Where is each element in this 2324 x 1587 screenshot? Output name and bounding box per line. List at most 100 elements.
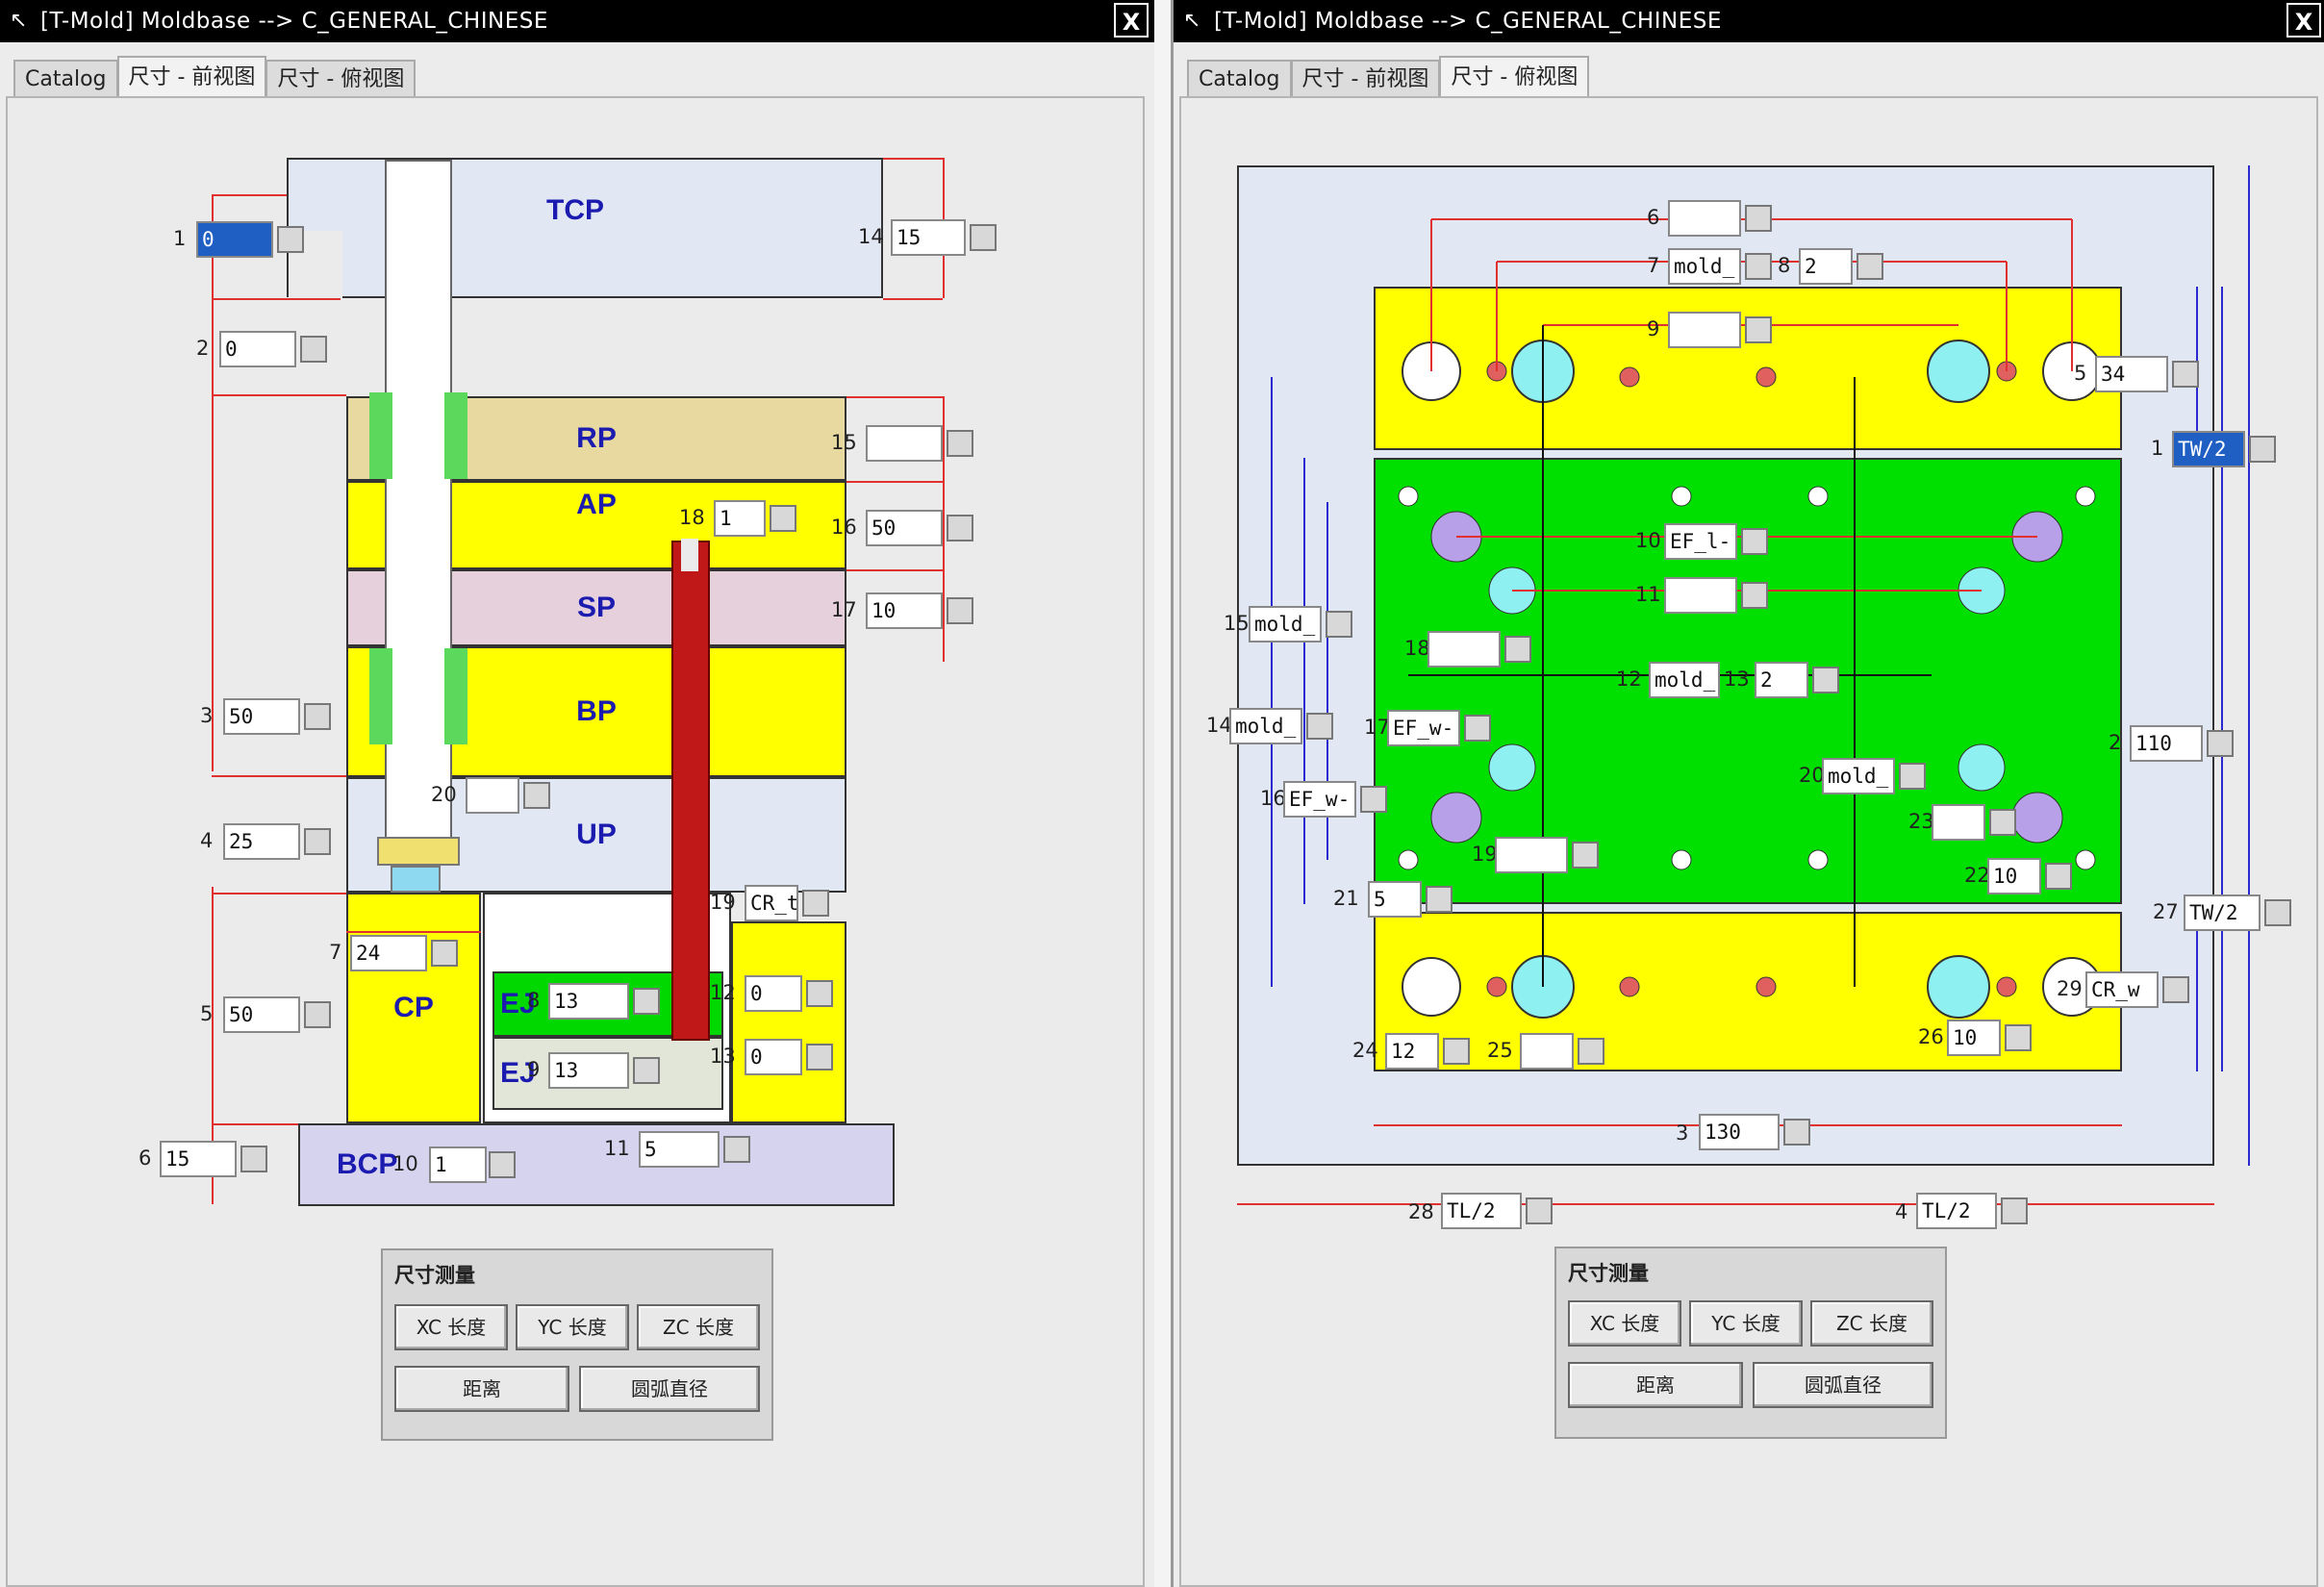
tv-dim-12-input[interactable]: mold_ bbox=[1649, 662, 1720, 698]
xc-length-button[interactable]: XC 长度 bbox=[394, 1304, 508, 1350]
tv-dim-5-input[interactable]: 34 bbox=[2095, 356, 2168, 392]
dim-10-input[interactable]: 1 bbox=[429, 1146, 487, 1183]
tv-dim-3-button[interactable] bbox=[1783, 1119, 1810, 1146]
dim-19-button[interactable] bbox=[802, 890, 829, 917]
dim-18-button[interactable] bbox=[770, 505, 796, 532]
tv-dim-7-input[interactable]: mold_ bbox=[1668, 248, 1741, 285]
close-button[interactable]: X bbox=[2286, 3, 2321, 38]
dim-14-button[interactable] bbox=[970, 224, 997, 251]
dim-10-button[interactable] bbox=[489, 1151, 516, 1178]
tv-dim-17-button[interactable] bbox=[1464, 715, 1491, 742]
tab-top-view[interactable]: 尺寸 - 俯视图 bbox=[1439, 56, 1590, 98]
tv-dim-10-input[interactable]: EF_l- bbox=[1664, 523, 1737, 560]
dim-11-button[interactable] bbox=[723, 1136, 750, 1163]
tab-front-view[interactable]: 尺寸 - 前视图 bbox=[1290, 60, 1441, 98]
tv-dim-24-button[interactable] bbox=[1443, 1038, 1470, 1065]
dim-15-button[interactable] bbox=[947, 430, 973, 457]
close-button[interactable]: X bbox=[1114, 3, 1149, 38]
dim-9-input[interactable]: 13 bbox=[548, 1052, 629, 1089]
dim-17-input[interactable]: 10 bbox=[866, 592, 943, 629]
zc-length-button[interactable]: ZC 长度 bbox=[637, 1304, 760, 1350]
tv-dim-13-input[interactable]: 2 bbox=[1755, 662, 1808, 698]
tv-dim-11-button[interactable] bbox=[1741, 582, 1768, 609]
tv-dim-2-input[interactable]: 110 bbox=[2130, 725, 2203, 762]
tv-dim-15-button[interactable] bbox=[1326, 611, 1352, 638]
tv-dim-23-button[interactable] bbox=[1989, 809, 2016, 836]
tab-front-view[interactable]: 尺寸 - 前视图 bbox=[116, 56, 267, 98]
yc-length-button[interactable]: YC 长度 bbox=[516, 1304, 629, 1350]
tv-dim-14-input[interactable]: mold_ bbox=[1229, 708, 1302, 744]
dim-1-input[interactable]: 0 bbox=[196, 221, 273, 258]
dim-2-input[interactable]: 0 bbox=[219, 331, 296, 367]
arc-diameter-button[interactable]: 圆弧直径 bbox=[1753, 1362, 1933, 1408]
tv-dim-20-button[interactable] bbox=[1899, 763, 1926, 790]
yc-length-button[interactable]: YC 长度 bbox=[1689, 1300, 1803, 1347]
tv-dim-18-button[interactable] bbox=[1504, 636, 1531, 663]
dim-13-input[interactable]: 0 bbox=[745, 1039, 802, 1075]
tv-dim-9-input[interactable] bbox=[1668, 312, 1741, 348]
dim-4-input[interactable]: 25 bbox=[223, 823, 300, 860]
dim-3-button[interactable] bbox=[304, 703, 331, 730]
tv-dim-22-input[interactable]: 10 bbox=[1987, 858, 2041, 894]
tv-dim-19-input[interactable] bbox=[1495, 837, 1568, 873]
dim-6-input[interactable]: 15 bbox=[160, 1141, 237, 1177]
tv-dim-1-button[interactable] bbox=[2249, 436, 2276, 463]
dim-5-input[interactable]: 50 bbox=[223, 996, 300, 1033]
tv-dim-28-button[interactable] bbox=[1526, 1197, 1553, 1224]
dim-7-input[interactable]: 24 bbox=[350, 935, 427, 971]
tv-dim-29-input[interactable]: CR_w bbox=[2085, 971, 2159, 1008]
tv-dim-24-input[interactable]: 12 bbox=[1385, 1033, 1439, 1070]
dim-3-input[interactable]: 50 bbox=[223, 698, 300, 735]
tv-dim-6-button[interactable] bbox=[1745, 205, 1772, 232]
tv-dim-4-input[interactable]: TL/2 bbox=[1916, 1193, 1997, 1229]
dim-14-input[interactable]: 15 bbox=[891, 219, 966, 256]
xc-length-button[interactable]: XC 长度 bbox=[1568, 1300, 1681, 1347]
tv-dim-28-input[interactable]: TL/2 bbox=[1441, 1193, 1522, 1229]
tv-dim-3-input[interactable]: 130 bbox=[1699, 1114, 1780, 1150]
tv-dim-21-button[interactable] bbox=[1426, 886, 1452, 913]
tv-dim-25-input[interactable] bbox=[1520, 1033, 1574, 1070]
tv-dim-13-button[interactable] bbox=[1812, 667, 1839, 693]
dim-6-button[interactable] bbox=[240, 1146, 267, 1172]
dim-11-input[interactable]: 5 bbox=[639, 1131, 720, 1168]
dim-5-button[interactable] bbox=[304, 1001, 331, 1028]
tab-top-view[interactable]: 尺寸 - 俯视图 bbox=[265, 60, 417, 98]
tv-dim-8-button[interactable] bbox=[1857, 253, 1883, 280]
dim-2-button[interactable] bbox=[300, 336, 327, 363]
right-title-bar[interactable]: ↖ [T-Mold] Moldbase --> C_GENERAL_CHINES… bbox=[1174, 0, 2324, 42]
tv-dim-16-input[interactable]: EF_w- bbox=[1283, 781, 1356, 818]
dim-7-button[interactable] bbox=[431, 940, 458, 967]
tab-catalog[interactable]: Catalog bbox=[13, 60, 118, 98]
dim-8-button[interactable] bbox=[633, 988, 660, 1015]
tv-dim-25-button[interactable] bbox=[1578, 1038, 1604, 1065]
dim-19-input[interactable]: CR_t bbox=[745, 885, 798, 921]
dim-16-button[interactable] bbox=[947, 515, 973, 542]
tv-dim-14-button[interactable] bbox=[1306, 713, 1333, 740]
tv-dim-22-button[interactable] bbox=[2045, 863, 2072, 890]
dim-8-input[interactable]: 13 bbox=[548, 983, 629, 1020]
distance-button[interactable]: 距离 bbox=[1568, 1362, 1743, 1408]
tv-dim-2-button[interactable] bbox=[2207, 730, 2234, 757]
tab-catalog[interactable]: Catalog bbox=[1187, 60, 1292, 98]
dim-9-button[interactable] bbox=[633, 1057, 660, 1084]
tv-dim-16-button[interactable] bbox=[1360, 786, 1387, 813]
tv-dim-7-button[interactable] bbox=[1745, 253, 1772, 280]
zc-length-button[interactable]: ZC 长度 bbox=[1810, 1300, 1933, 1347]
tv-dim-9-button[interactable] bbox=[1745, 316, 1772, 343]
dim-12-input[interactable]: 0 bbox=[745, 975, 802, 1012]
dim-4-button[interactable] bbox=[304, 828, 331, 855]
tv-dim-20-input[interactable]: mold_ bbox=[1822, 758, 1895, 794]
arc-diameter-button[interactable]: 圆弧直径 bbox=[579, 1366, 760, 1412]
dim-17-button[interactable] bbox=[947, 597, 973, 624]
tv-dim-23-input[interactable] bbox=[1932, 804, 1985, 841]
dim-12-button[interactable] bbox=[806, 980, 833, 1007]
distance-button[interactable]: 距离 bbox=[394, 1366, 569, 1412]
dim-16-input[interactable]: 50 bbox=[866, 510, 943, 546]
dim-15-input[interactable] bbox=[866, 425, 943, 462]
tv-dim-19-button[interactable] bbox=[1572, 842, 1599, 869]
dim-20-button[interactable] bbox=[523, 782, 550, 809]
tv-dim-26-button[interactable] bbox=[2005, 1024, 2032, 1051]
tv-dim-4-button[interactable] bbox=[2001, 1197, 2028, 1224]
tv-dim-8-input[interactable]: 2 bbox=[1799, 248, 1853, 285]
tv-dim-29-button[interactable] bbox=[2162, 976, 2189, 1003]
